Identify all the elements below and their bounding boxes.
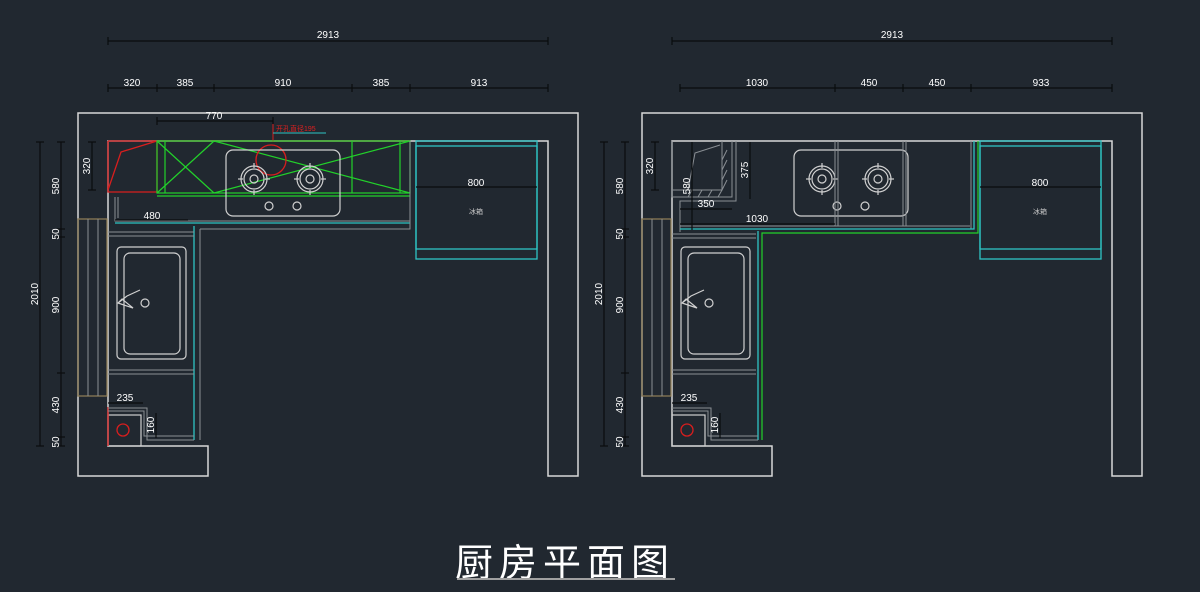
- upper-cabinets: [107, 140, 411, 197]
- segment-label: 1030: [746, 78, 769, 89]
- segment-label: 50: [51, 228, 62, 240]
- segment-label: 385: [373, 78, 390, 89]
- overall-dimension: 2913: [671, 30, 1113, 45]
- dimension-label: 350: [698, 199, 715, 210]
- burner-icon: [238, 163, 270, 195]
- sink: [116, 246, 187, 360]
- hole-diameter-annotation: 开孔直径195: [276, 124, 316, 133]
- dimension-label: 375: [740, 161, 751, 178]
- gas-hob: [225, 149, 341, 217]
- segment-label: 385: [177, 78, 194, 89]
- knob-icon: [832, 201, 842, 211]
- segment-label: 430: [615, 396, 626, 413]
- title-underline: [457, 578, 675, 580]
- segment-label: 580: [51, 177, 62, 194]
- pipe-icon: [680, 423, 694, 437]
- segment-label: 450: [929, 78, 946, 89]
- hole-marker: [255, 144, 287, 176]
- fridge: 800 冰箱: [415, 140, 538, 260]
- drain-icon: [140, 298, 150, 308]
- gas-hob: [793, 149, 909, 217]
- dimension-label: 1030: [746, 214, 769, 225]
- sink: [680, 246, 751, 360]
- burner-icon: [294, 163, 326, 195]
- dimension-label: 235: [117, 393, 134, 404]
- dimension-label: 320: [645, 157, 656, 174]
- segment-label: 913: [471, 78, 488, 89]
- vertical-dimensions: 2010 580 50 900 430 50 320: [30, 141, 96, 448]
- right-plan: 2913 1030 450 450 933: [594, 30, 1143, 477]
- hob-offset-label: 770: [206, 111, 223, 122]
- total-height-label: 2010: [30, 282, 41, 305]
- segment-label: 910: [275, 78, 292, 89]
- dimension-label: 235: [681, 393, 698, 404]
- drawing-title: 厨房平面图: [455, 541, 676, 585]
- overall-width-label: 2913: [317, 30, 340, 41]
- knob-icon: [292, 201, 302, 211]
- overall-width-label: 2913: [881, 30, 904, 41]
- segment-label: 450: [861, 78, 878, 89]
- dimension-label: 160: [710, 416, 721, 433]
- walls: [641, 112, 1143, 477]
- fridge-label: 冰箱: [1033, 207, 1047, 216]
- fridge-label: 冰箱: [469, 207, 483, 216]
- fridge-width-label: 800: [1032, 178, 1049, 189]
- base-cabinets: [672, 141, 979, 440]
- segment-label: 580: [615, 177, 626, 194]
- burner-icon: [806, 163, 838, 195]
- window-panel: [641, 218, 672, 397]
- segment-dimensions: 1030 450 450 933: [679, 78, 1113, 92]
- segment-label: 933: [1033, 78, 1050, 89]
- dimension-label: 320: [82, 157, 93, 174]
- column-corner: 235 160: [671, 393, 758, 447]
- segment-label: 50: [51, 436, 62, 448]
- inner-dimensions: 580 375 350 1030: [680, 142, 835, 230]
- dimension-label: 580: [682, 177, 693, 194]
- left-plan: 2913 320 385 910 385 913 770: [30, 30, 579, 477]
- base-cabinets: [108, 141, 411, 440]
- column-corner: 235 160: [107, 393, 194, 447]
- segment-label: 50: [615, 228, 626, 240]
- corner-cabinet: [671, 141, 737, 232]
- fridge: 800 冰箱: [979, 140, 1102, 260]
- vertical-dimensions: 2010 580 50 900 430 50 320: [594, 141, 659, 448]
- segment-dimensions: 320 385 910 385 913: [107, 78, 549, 92]
- total-height-label: 2010: [594, 282, 605, 305]
- segment-label: 900: [51, 296, 62, 313]
- pipe-icon: [116, 423, 130, 437]
- knob-icon: [264, 201, 274, 211]
- drain-icon: [704, 298, 714, 308]
- knob-icon: [860, 201, 870, 211]
- faucet-icon: [680, 289, 705, 309]
- segment-label: 50: [615, 436, 626, 448]
- walls: [77, 112, 579, 477]
- segment-label: 320: [124, 78, 141, 89]
- segment-label: 900: [615, 296, 626, 313]
- faucet-icon: [116, 289, 141, 309]
- hob-dimension: 770 开孔直径195: [156, 111, 326, 142]
- burner-icon: [862, 163, 894, 195]
- window-panel: [77, 218, 108, 397]
- overall-dimension: 2913: [107, 30, 549, 45]
- dimension-label: 480: [144, 211, 161, 222]
- fridge-width-label: 800: [468, 178, 485, 189]
- dimension-label: 160: [146, 416, 157, 433]
- segment-label: 430: [51, 396, 62, 413]
